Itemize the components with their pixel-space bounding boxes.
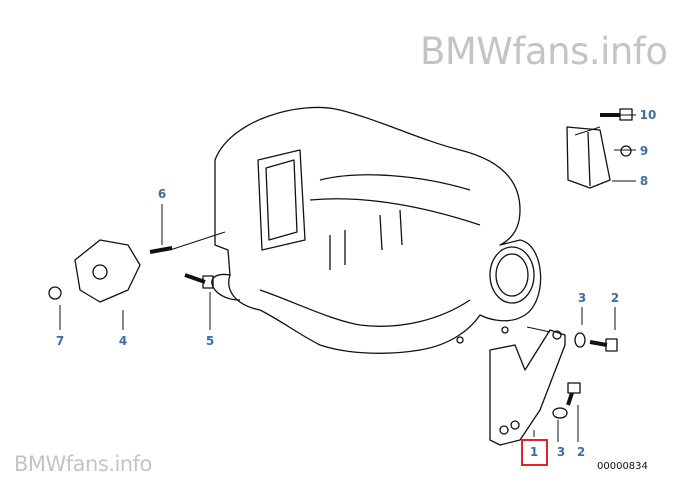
leader-lines (59, 114, 636, 442)
support-bracket-1 (489, 329, 566, 446)
callout-1-highlighted[interactable]: 1 (529, 445, 539, 459)
callout-10[interactable]: 10 (639, 108, 657, 122)
watermark-bottom: BMWfans.info (14, 452, 152, 476)
intake-manifold (211, 106, 542, 354)
callout-7[interactable]: 7 (55, 334, 65, 348)
bracket-4 (74, 239, 141, 303)
callout-3-lower[interactable]: 3 (556, 445, 566, 459)
callout-3-upper[interactable]: 3 (577, 291, 587, 305)
cover-cap (566, 126, 611, 189)
callout-2-lower[interactable]: 2 (576, 445, 586, 459)
callout-8[interactable]: 8 (639, 174, 649, 188)
callout-5[interactable]: 5 (205, 334, 215, 348)
stud-6 (149, 246, 173, 254)
callout-6[interactable]: 6 (157, 187, 167, 201)
callout-2-upper[interactable]: 2 (610, 291, 620, 305)
catalog-number: 00000834 (597, 461, 648, 472)
highlight-box (521, 439, 548, 466)
bolt-2a (589, 338, 618, 352)
bolt-5 (184, 273, 214, 289)
watermark-top: BMWfans.info (420, 30, 668, 73)
callout-4[interactable]: 4 (118, 334, 128, 348)
bolt-10 (600, 108, 633, 121)
washer-3b (552, 407, 568, 419)
washer-3a (574, 332, 586, 348)
callout-9[interactable]: 9 (639, 144, 649, 158)
bolt-2b (566, 382, 581, 406)
nut-7 (48, 286, 62, 300)
nut-9 (620, 145, 632, 157)
